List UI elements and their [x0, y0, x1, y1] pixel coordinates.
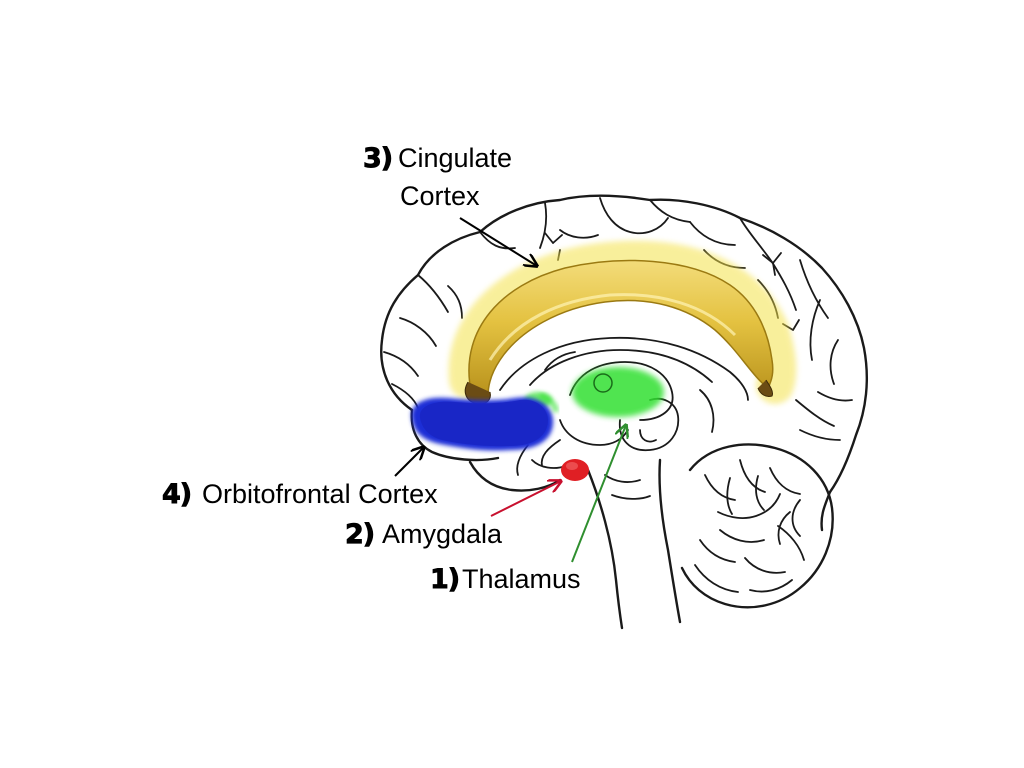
cingulate-arrow — [459, 217, 537, 266]
thalamus-arrow — [571, 425, 626, 563]
cingulate-text-line1: Cingulate — [398, 143, 512, 173]
orbitofrontal-number: 4) — [162, 479, 191, 510]
cingulate-text-line2: Cortex — [400, 181, 480, 211]
orbitofrontal-text: Orbitofrontal Cortex — [202, 479, 438, 509]
amygdala-region — [561, 459, 589, 481]
cingulate-label: 3) Cingulate Cortex — [363, 143, 513, 211]
thalamus-text: Thalamus — [462, 564, 581, 594]
thalamus-number: 1) — [430, 564, 459, 595]
amygdala-arrow — [490, 481, 561, 517]
amygdala-label: 2) Amygdala — [345, 519, 503, 551]
amygdala-number: 2) — [345, 519, 374, 550]
orbitofrontal-label: 4) Orbitofrontal Cortex — [162, 479, 439, 511]
brain-outline — [380, 194, 869, 630]
orbitofrontal-arrow — [394, 447, 424, 477]
cingulate-number: 3) — [363, 143, 392, 174]
amygdala-text: Amygdala — [382, 519, 503, 549]
cingulate-region — [448, 240, 797, 405]
thalamus-label: 1) Thalamus — [430, 564, 581, 596]
orbitofrontal-region — [411, 392, 559, 451]
cerebellum — [680, 443, 834, 609]
